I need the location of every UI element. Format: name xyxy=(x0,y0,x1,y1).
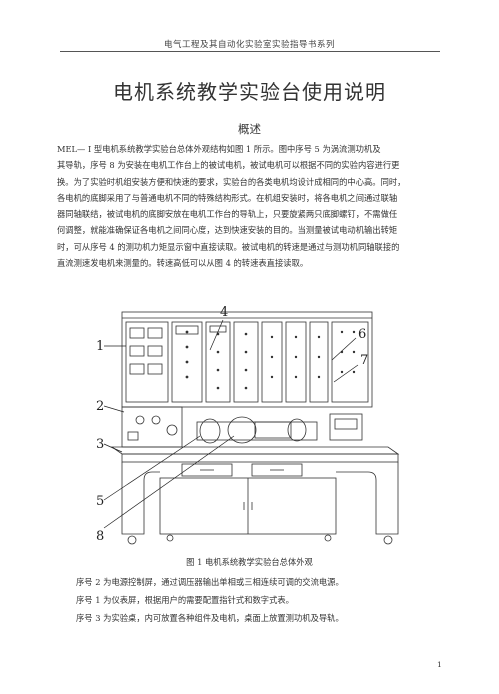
page-number: 1 xyxy=(437,660,442,669)
callout-1: 1 xyxy=(96,339,104,354)
instrument-panel xyxy=(121,311,373,408)
power-control-panel xyxy=(121,406,183,448)
tachometer-box xyxy=(329,413,363,441)
callout-3: 3 xyxy=(96,437,104,452)
paragraph-line: MEL— I 型电机系统教学实验台总体外观结构如图 1 所示。图中序号 5 为涡… xyxy=(57,144,381,154)
paragraph-line: 时，可从序号 4 的测功机力矩显示窗中直接读取。被试电机的转速是通过与测功机同轴… xyxy=(57,241,400,252)
paragraph-line: 何调整，就能准确保证各电机之间同心度，达到快速安装的目的。当测量被试电动机输出转… xyxy=(57,225,398,236)
paragraph-line: 直流测速发电机来测量的。转速高低可以从图 4 的转速表直接读取。 xyxy=(57,258,309,269)
paragraph-line: 各电机的底脚采用了与普通电机不同的特殊结构形式。在机组安装时，将各电机之间通过联… xyxy=(57,192,398,203)
callout-2: 2 xyxy=(96,399,104,414)
paragraph-line: 器同轴联结，被试电机的底脚安放在电机工作台的导轨上，只要旋紧两只底脚螺钉，不需做… xyxy=(57,209,398,220)
callout-6: 6 xyxy=(358,327,366,342)
section-heading: 概述 xyxy=(238,122,261,136)
paragraph-line: 换。为了实验时机组安装方便和快速的要求，实验台的各类电机均设计成相同的中心高。同… xyxy=(57,176,406,187)
callout-leaders xyxy=(103,319,359,529)
test-bench-figure: 1 2 3 4 5 6 7 8 xyxy=(96,305,400,545)
note-line: 序号 2 为电源控制屏，通过调压器输出单相或三相连续可调的交流电源。 xyxy=(76,577,344,587)
document-title: 电机系统教学实验台使用说明 xyxy=(113,80,386,104)
bench-table xyxy=(110,446,400,545)
callout-8: 8 xyxy=(96,529,104,544)
running-header: 电气工程及其自动化实验室实验指导书系列 xyxy=(163,40,335,50)
callout-7: 7 xyxy=(360,353,368,368)
paragraph-line: 其导轨，序号 8 为安装在电机工作台上的被试电机，被试电机可以根据不同的实验内容… xyxy=(57,160,400,171)
motor-assembly xyxy=(196,416,318,444)
note-line: 序号 1 为仪表屏，根据用户的需要配置指针式和数字式表。 xyxy=(76,595,294,605)
figure-caption: 图 1 电机系统教学实验台总体外观 xyxy=(186,557,313,567)
note-line: 序号 3 为实验桌，内可放置各种组件及电机，桌面上放置测功机及导轨。 xyxy=(76,613,344,623)
header-divider xyxy=(60,51,440,52)
callout-5: 5 xyxy=(96,494,104,509)
callout-4: 4 xyxy=(220,305,228,320)
notes-list: 序号 2 为电源控制屏，通过调压器输出单相或三相连续可调的交流电源。 序号 1 … xyxy=(76,573,446,627)
intro-paragraph: MEL— I 型电机系统教学实验台总体外观结构如图 1 所示。图中序号 5 为涡… xyxy=(57,141,443,271)
